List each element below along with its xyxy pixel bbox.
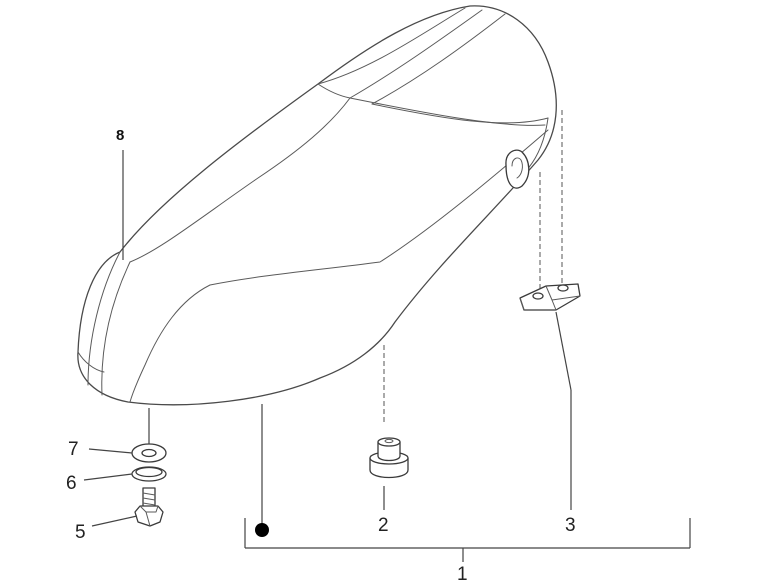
spacer-part: [131, 466, 167, 482]
rubber-bush-part: [369, 437, 409, 479]
washer-part: [131, 443, 167, 463]
screw-part: [134, 487, 164, 527]
bracket-part: [519, 283, 581, 311]
leader-5: [91, 515, 138, 527]
seat-part: [77, 5, 557, 406]
callout-7: 7: [68, 439, 79, 460]
callout-5: 5: [75, 522, 86, 543]
callout-1: 1: [457, 564, 468, 582]
seat-marker-dot: [255, 523, 269, 537]
assembly-bracket-1: [244, 518, 691, 562]
callout-8: 8: [116, 127, 124, 144]
callout-3: 3: [565, 515, 576, 536]
callout-2: 2: [378, 515, 389, 536]
leader-3a: [555, 311, 572, 391]
callout-6: 6: [66, 473, 77, 494]
leader-7: [88, 448, 133, 454]
leader-6: [83, 473, 133, 481]
